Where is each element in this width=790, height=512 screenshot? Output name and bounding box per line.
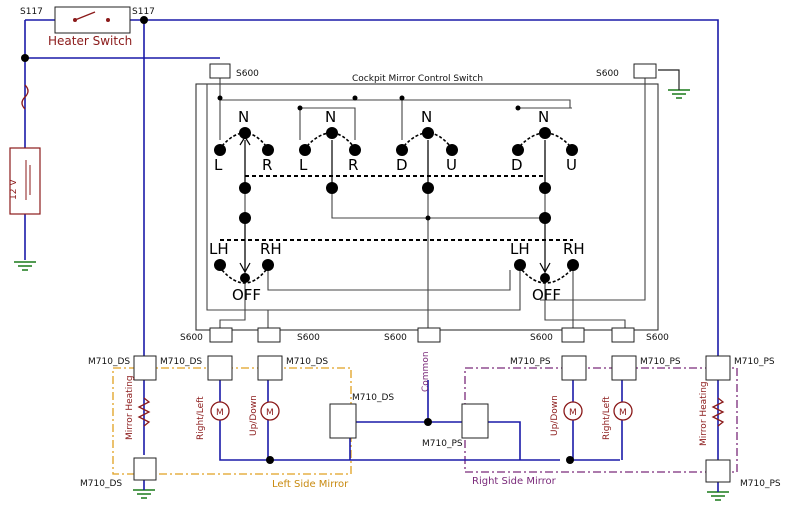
svg-text:M710_PS: M710_PS: [640, 357, 681, 367]
svg-text:D: D: [396, 156, 408, 174]
svg-text:L: L: [299, 156, 308, 174]
left-mirror-label: Left Side Mirror: [272, 479, 349, 490]
svg-text:Right/Left: Right/Left: [602, 396, 612, 440]
svg-text:Up/Down: Up/Down: [550, 395, 560, 436]
splice-s117-right: S117: [132, 7, 155, 17]
svg-text:N: N: [325, 108, 336, 126]
svg-text:S600: S600: [297, 333, 320, 343]
svg-text:U: U: [446, 156, 457, 174]
heater-resistor-left: [137, 397, 151, 427]
svg-text:M710_DS: M710_DS: [286, 357, 328, 367]
s600-connectors: [209, 63, 657, 343]
svg-text:M: M: [266, 408, 274, 418]
right-mirror-box: [464, 367, 738, 473]
svg-text:M710_PS: M710_PS: [422, 439, 463, 449]
svg-text:S600: S600: [384, 333, 407, 343]
svg-text:D: D: [511, 156, 523, 174]
svg-text:M: M: [569, 408, 577, 418]
svg-text:M710_PS: M710_PS: [740, 479, 781, 489]
svg-text:Mirror Heating: Mirror Heating: [125, 375, 135, 440]
common-label: Common: [421, 351, 431, 392]
motor-icon: [210, 401, 633, 421]
svg-text:N: N: [538, 108, 549, 126]
battery: [9, 147, 41, 215]
svg-text:M710_DS: M710_DS: [160, 357, 202, 367]
svg-text:M: M: [216, 408, 224, 418]
svg-text:N: N: [421, 108, 432, 126]
svg-text:Mirror Heating: Mirror Heating: [699, 381, 709, 446]
svg-text:S600: S600: [646, 333, 669, 343]
svg-text:M710_PS: M710_PS: [510, 357, 551, 367]
switch-contacts: [214, 95, 579, 283]
svg-text:S600: S600: [530, 333, 553, 343]
svg-text:M710_DS: M710_DS: [352, 393, 394, 403]
m710-connectors: [133, 355, 731, 483]
svg-text:M710_PS: M710_PS: [734, 357, 775, 367]
svg-text:L: L: [214, 156, 223, 174]
svg-text:M710_DS: M710_DS: [80, 479, 122, 489]
svg-text:Up/Down: Up/Down: [249, 395, 259, 436]
svg-text:M710_DS: M710_DS: [88, 357, 130, 367]
svg-text:M: M: [619, 408, 627, 418]
fuse-icon: [21, 84, 29, 110]
svg-text:U: U: [566, 156, 577, 174]
svg-text:OFF: OFF: [532, 286, 561, 304]
svg-text:N: N: [238, 108, 249, 126]
svg-text:LH: LH: [209, 240, 229, 258]
svg-text:S600: S600: [596, 69, 619, 79]
svg-text:R: R: [262, 156, 272, 174]
svg-text:RH: RH: [563, 240, 585, 258]
svg-text:Right/Left: Right/Left: [196, 396, 206, 440]
svg-text:S600: S600: [180, 333, 203, 343]
heater-resistor-right: [711, 397, 725, 427]
svg-text:S600: S600: [236, 69, 259, 79]
splice-s117-left: S117: [20, 7, 43, 17]
svg-text:RH: RH: [260, 240, 282, 258]
right-mirror-label: Right Side Mirror: [472, 476, 557, 487]
svg-text:LH: LH: [510, 240, 530, 258]
svg-text:OFF: OFF: [232, 286, 261, 304]
battery-label: 12 V: [9, 179, 19, 200]
heater-switch-label: Heater Switch: [48, 34, 132, 48]
switch-box-title: Cockpit Mirror Control Switch: [352, 74, 483, 84]
heater-switch[interactable]: [54, 6, 131, 34]
ground-icon: [14, 89, 729, 501]
svg-text:R: R: [348, 156, 358, 174]
